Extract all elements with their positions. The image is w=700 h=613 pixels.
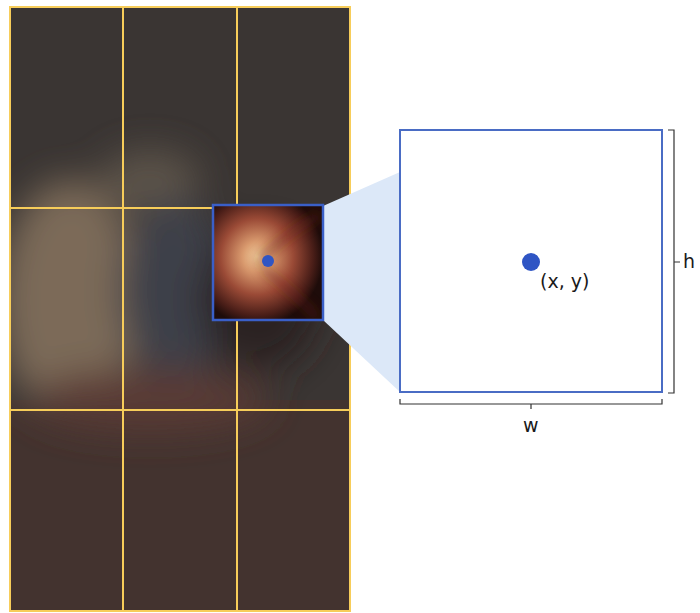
grid-lines [10,7,350,611]
dimension-label: w [523,416,539,435]
crop-box [213,205,323,320]
height-bracket [668,130,680,393]
width-bracket [400,399,662,409]
center-dot [262,255,274,267]
dimension-label: h [683,252,695,271]
eye-photo [10,7,350,611]
zoom-ground [401,131,661,391]
zoom-projection [323,172,400,392]
zoom-box: (x, y) [399,129,663,393]
crop-patch [213,205,323,320]
center-dot [522,253,540,271]
coordinate-label: (x, y) [540,272,589,291]
